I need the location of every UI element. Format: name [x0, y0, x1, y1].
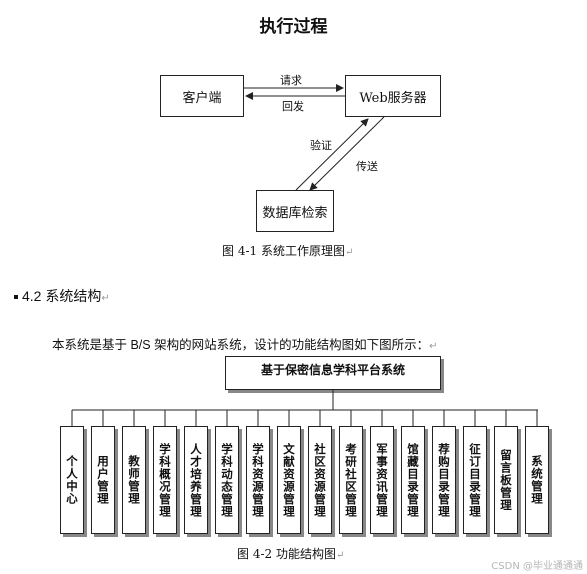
server-node: Web服务器 — [345, 75, 441, 117]
root-label: 基于保密信息学科平台系统 — [260, 363, 405, 377]
pilcrow-icon: ↵ — [429, 341, 438, 352]
module-box: 学科动态管理 — [215, 426, 239, 534]
verify-arrow — [295, 118, 369, 191]
figure1-caption: 图 4-1 系统工作原理图↵ — [222, 242, 353, 259]
root-node: 基于保密信息学科平台系统 — [225, 356, 441, 390]
figure2-caption: 图 4-2 功能结构图↵ — [237, 545, 344, 562]
verify-label: 验证 — [310, 139, 332, 152]
module-box: 馆藏目录管理 — [401, 426, 425, 534]
pilcrow-icon: ↵ — [335, 550, 345, 561]
section-heading-text: 4.2 系统结构 — [22, 288, 102, 304]
module-box: 军事资讯管理 — [370, 426, 394, 534]
module-box: 人才培养管理 — [184, 426, 208, 534]
client-node: 客户端 — [160, 75, 244, 117]
db-node: 数据库检索 — [256, 190, 334, 232]
bullet-icon — [14, 295, 18, 300]
module-box: 文献资源管理 — [277, 426, 301, 534]
module-box: 考研社区管理 — [339, 426, 363, 534]
client-label: 客户端 — [182, 90, 222, 106]
pilcrow-icon: ↵ — [101, 293, 110, 304]
db-label: 数据库检索 — [262, 205, 328, 221]
section-paragraph: 本系统是基于 B/S 架构的网站系统，设计的功能结构图如下图所示：↵ — [52, 334, 438, 353]
module-box: 学科资源管理 — [246, 426, 270, 534]
transfer-label: 传送 — [356, 160, 378, 173]
module-box: 学科概况管理 — [153, 426, 177, 534]
module-box: 留言板管理 — [494, 426, 518, 534]
reply-label: 回发 — [282, 100, 304, 113]
module-box: 社区资源管理 — [308, 426, 332, 534]
pilcrow-icon: ↵ — [344, 247, 354, 258]
figure2-caption-text: 图 4-2 功能结构图 — [237, 547, 336, 561]
module-box: 征订目录管理 — [463, 426, 487, 534]
figure1-caption-text: 图 4-1 系统工作原理图 — [222, 244, 345, 258]
module-box: 用户管理 — [91, 426, 115, 534]
module-box: 教师管理 — [122, 426, 146, 534]
diagram1-arrows — [244, 84, 385, 191]
server-label: Web服务器 — [359, 90, 427, 106]
section-paragraph-text: 本系统是基于 B/S 架构的网站系统，设计的功能结构图如下图所示： — [52, 338, 430, 352]
watermark: CSDN @毕业通通通 — [491, 561, 583, 572]
transfer-arrow — [309, 116, 385, 191]
page-title: 执行过程 — [259, 17, 328, 37]
section-heading: 4.2 系统结构↵ — [14, 286, 110, 306]
module-box: 荐购目录管理 — [432, 426, 456, 534]
module-box: 个人中心 — [60, 426, 84, 534]
module-box: 系统管理 — [525, 426, 549, 534]
request-label: 请求 — [280, 74, 302, 87]
